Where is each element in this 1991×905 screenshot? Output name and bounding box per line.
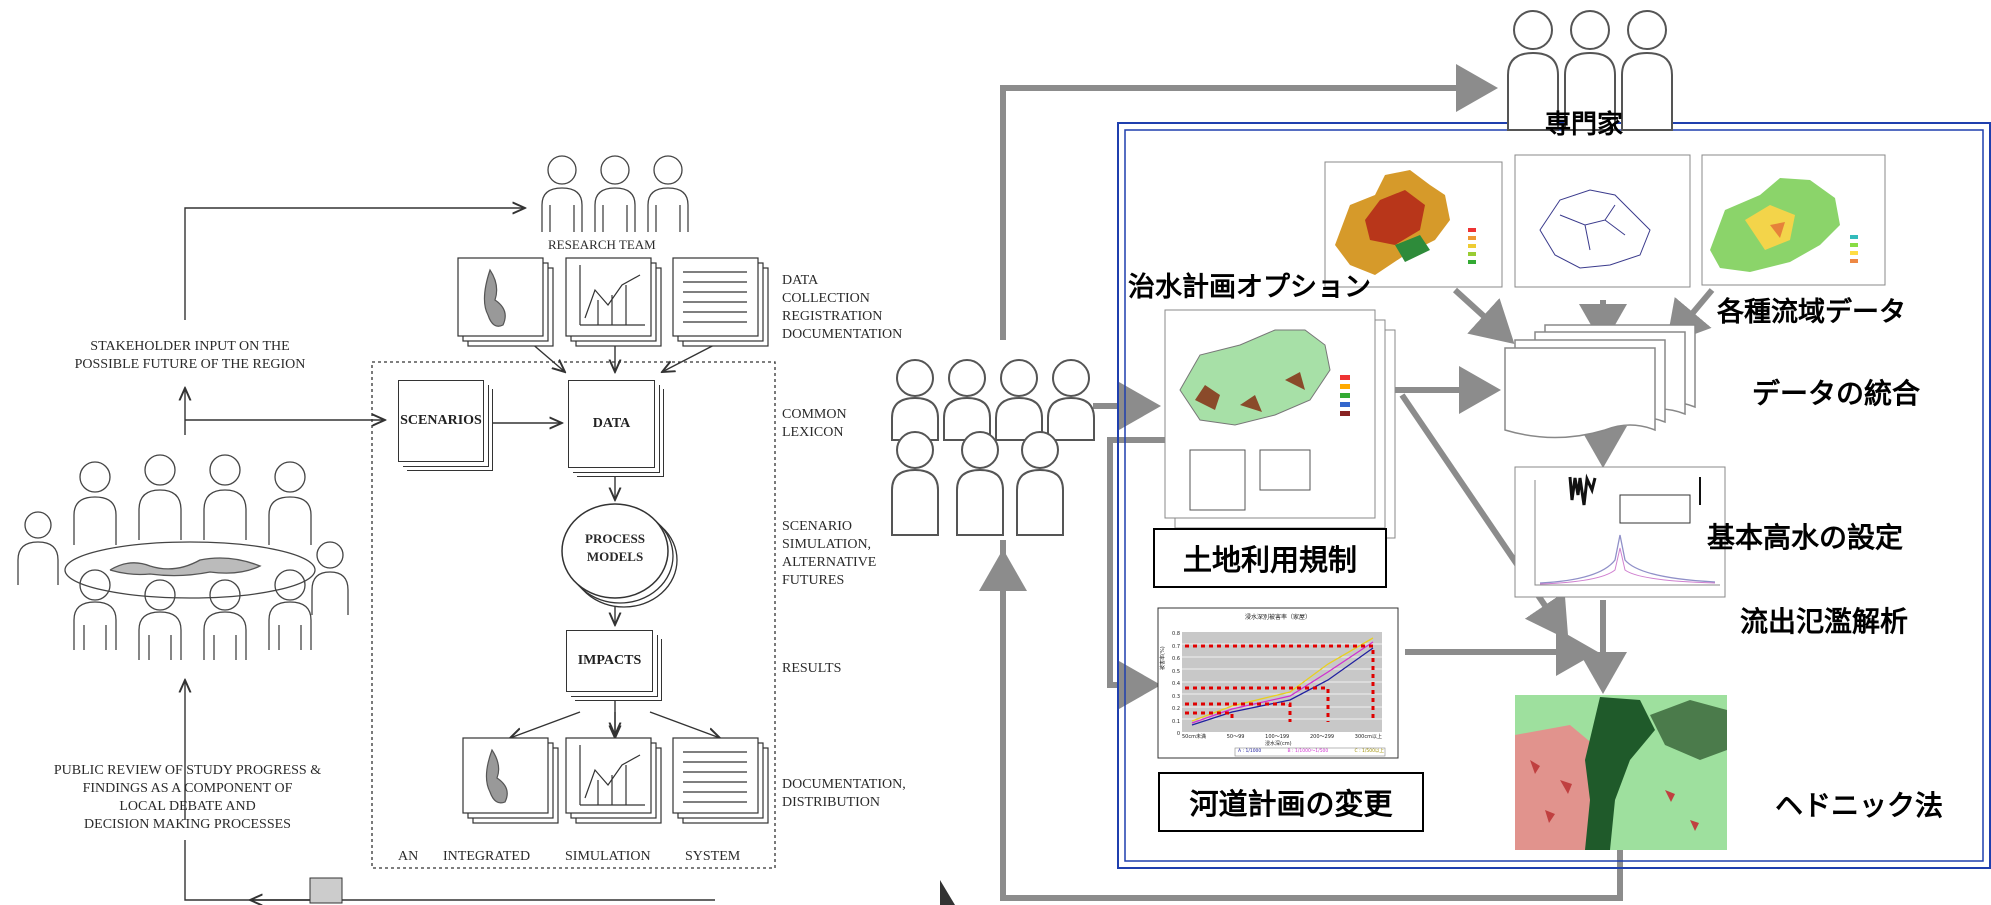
- y-tick: 0.1: [1172, 718, 1180, 725]
- basin-data-label: 各種流域データ: [1717, 297, 1906, 328]
- land-use-box: 土地利用規制: [1153, 528, 1387, 588]
- review-stamp-icon: [309, 877, 343, 904]
- process-models-line: MODELS: [586, 549, 644, 564]
- x-tick: 50cm未満: [1182, 734, 1206, 740]
- basin-map-thumbnails: [1324, 154, 1886, 288]
- side-label-line: ALTERNATIVE: [782, 555, 877, 570]
- river-plan-box: 河道計画の変更: [1158, 772, 1424, 832]
- y-tick: 0.8: [1172, 631, 1180, 637]
- experts-label: 専門家: [1545, 110, 1624, 140]
- base-flood-label: 基本高水の設定: [1707, 521, 1904, 554]
- hydrograph-chart: [1514, 466, 1726, 598]
- caption-integrated: INTEGRATED: [443, 849, 531, 864]
- legend-entry: B : 1/1000～1/500: [1287, 749, 1329, 754]
- damage-chart-y-ticks: 0.8 0.7 0.6 0.5 0.4 0.3 0.2 0.1 0: [1170, 628, 1180, 741]
- y-tick: 0.6: [1172, 656, 1180, 662]
- side-label-line: LEXICON: [782, 425, 844, 440]
- public-review-line: FINDINGS AS A COMPONENT OF: [82, 781, 293, 796]
- side-label-line: COMMON: [782, 407, 847, 422]
- public-review-line: LOCAL DEBATE AND: [119, 799, 256, 814]
- stakeholder-input-line: STAKEHOLDER INPUT ON THE: [90, 339, 290, 354]
- hedonic-label: ヘドニック法: [1775, 789, 1944, 822]
- runoff-analysis-label: 流出氾濫解析: [1740, 605, 1909, 638]
- land-use-label: 土地利用規制: [1182, 543, 1357, 577]
- side-label-line: REGISTRATION: [782, 309, 883, 324]
- side-label-line: DOCUMENTATION,: [782, 777, 906, 792]
- damage-chart-x-ticks: 50cm未満 50～99 100～199 200～299 300cm以上: [1182, 733, 1382, 740]
- y-tick: 0.5: [1172, 668, 1180, 675]
- side-label-line: SCENARIO: [782, 519, 853, 534]
- land-use-map-stack: [1164, 309, 1396, 539]
- damage-chart-x-label: 浸水深(cm): [1265, 741, 1292, 747]
- process-models-line: PROCESS: [585, 531, 645, 546]
- top-document-stacks: [457, 257, 769, 347]
- side-label-line: DOCUMENTATION: [782, 327, 903, 342]
- data-integration-stack: [1504, 324, 1696, 439]
- x-tick: 300cm以上: [1354, 734, 1382, 740]
- damage-chart-legend: A : 1/1000 B : 1/1000～1/500 C : 1/500以上: [1238, 748, 1384, 756]
- scenarios-label: SCENARIOS: [400, 413, 482, 428]
- stakeholder-input-text: STAKEHOLDER INPUT ON THE POSSIBLE FUTURE…: [60, 338, 320, 374]
- y-tick: 0.2: [1172, 706, 1180, 712]
- legend-entry: A : 1/1000: [1238, 749, 1262, 754]
- side-label-line: SIMULATION,: [782, 537, 872, 552]
- hedonic-raster-map: [1515, 695, 1727, 850]
- caption-simulation: SIMULATION: [565, 849, 651, 864]
- stakeholder-figures: [17, 454, 349, 660]
- common-lexicon-label: COMMON LEXICON: [782, 406, 847, 442]
- public-review-text: PUBLIC REVIEW OF STUDY PROGRESS & FINDIN…: [30, 762, 345, 834]
- scenario-simulation-label: SCENARIO SIMULATION, ALTERNATIVE FUTURES: [782, 518, 876, 590]
- damage-chart-title: 浸水深別被害率（家屋）: [1245, 614, 1312, 621]
- x-tick: 100～199: [1265, 734, 1290, 740]
- research-team-figures: [541, 155, 689, 232]
- stakeholder-input-line: POSSIBLE FUTURE OF THE REGION: [74, 357, 306, 372]
- process-models-node: [561, 503, 678, 608]
- data-node: DATA: [568, 380, 655, 468]
- scenarios-node: SCENARIOS: [398, 380, 484, 462]
- damage-chart-y-label: 被害率(%): [1160, 646, 1166, 670]
- results-label: RESULTS: [782, 661, 842, 676]
- x-tick: 50～99: [1226, 734, 1245, 740]
- side-label-line: FUTURES: [782, 573, 845, 588]
- y-tick: 0: [1176, 731, 1180, 737]
- caption-system: SYSTEM: [685, 849, 741, 864]
- experts-figures: [1507, 10, 1673, 131]
- public-review-line: PUBLIC REVIEW OF STUDY PROGRESS &: [53, 763, 322, 778]
- data-collection-label: DATA COLLECTION REGISTRATION DOCUMENTATI…: [782, 272, 902, 344]
- x-tick: 200～299: [1309, 734, 1335, 740]
- research-team-label: RESEARCH TEAM: [548, 237, 656, 252]
- corner-arrow-fragment: [940, 880, 955, 905]
- public-review-line: DECISION MAKING PROCESSES: [84, 817, 291, 832]
- y-tick: 0.7: [1172, 643, 1180, 650]
- process-models-label: PROCESS MODELS: [562, 530, 668, 566]
- citizen-figures: [891, 359, 1095, 536]
- documentation-label: DOCUMENTATION, DISTRIBUTION: [782, 776, 906, 812]
- impacts-node: IMPACTS: [566, 630, 653, 692]
- side-label-line: DATA: [782, 273, 819, 288]
- caption-an: AN: [398, 849, 419, 864]
- data-integration-label: データの統合: [1752, 377, 1921, 410]
- flood-options-label: 治水計画オプション: [1128, 272, 1371, 303]
- side-label-line: DISTRIBUTION: [782, 795, 880, 810]
- y-tick: 0.4: [1172, 681, 1180, 687]
- legend-entry: C : 1/500以上: [1354, 749, 1385, 754]
- damage-rate-chart: [1157, 607, 1399, 759]
- impacts-label: IMPACTS: [577, 653, 642, 668]
- data-label: DATA: [592, 416, 631, 431]
- river-plan-label: 河道計画の変更: [1189, 787, 1393, 821]
- side-label-line: COLLECTION: [782, 291, 870, 306]
- bottom-document-stacks: [462, 737, 769, 824]
- y-tick: 0.3: [1172, 693, 1180, 700]
